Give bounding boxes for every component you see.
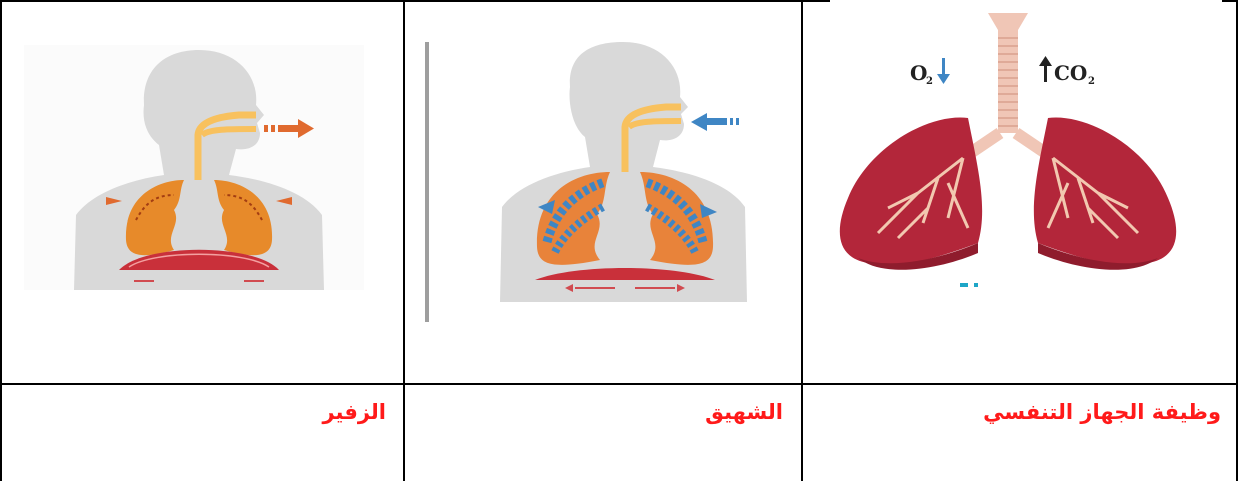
table-border-top: [0, 0, 830, 2]
table-border-row: [0, 383, 1238, 385]
arrow-down-icon: [937, 58, 950, 84]
label-inhalation: الشهيق: [705, 400, 783, 424]
arrow-up-icon: [1039, 56, 1052, 82]
lungs-illustration: O 2 CO 2: [828, 8, 1188, 290]
carbon-dioxide-subscript: 2: [1088, 76, 1095, 87]
label-function: وظيفة الجهاز التنفسي: [983, 400, 1221, 424]
oxygen-label: O: [910, 61, 927, 85]
exhalation-illustration: [24, 45, 364, 290]
label-exhalation: الزفير: [322, 400, 386, 424]
table-border-col2: [801, 0, 803, 481]
arrow-left-icon: [691, 113, 739, 131]
oxygen-subscript: 2: [926, 76, 933, 87]
inhalation-illustration: [425, 42, 765, 324]
carbon-dioxide-label: CO: [1054, 61, 1087, 85]
table-border-col1: [403, 0, 405, 481]
table-border-top-right: [1222, 0, 1238, 2]
table-border-left: [0, 0, 2, 481]
